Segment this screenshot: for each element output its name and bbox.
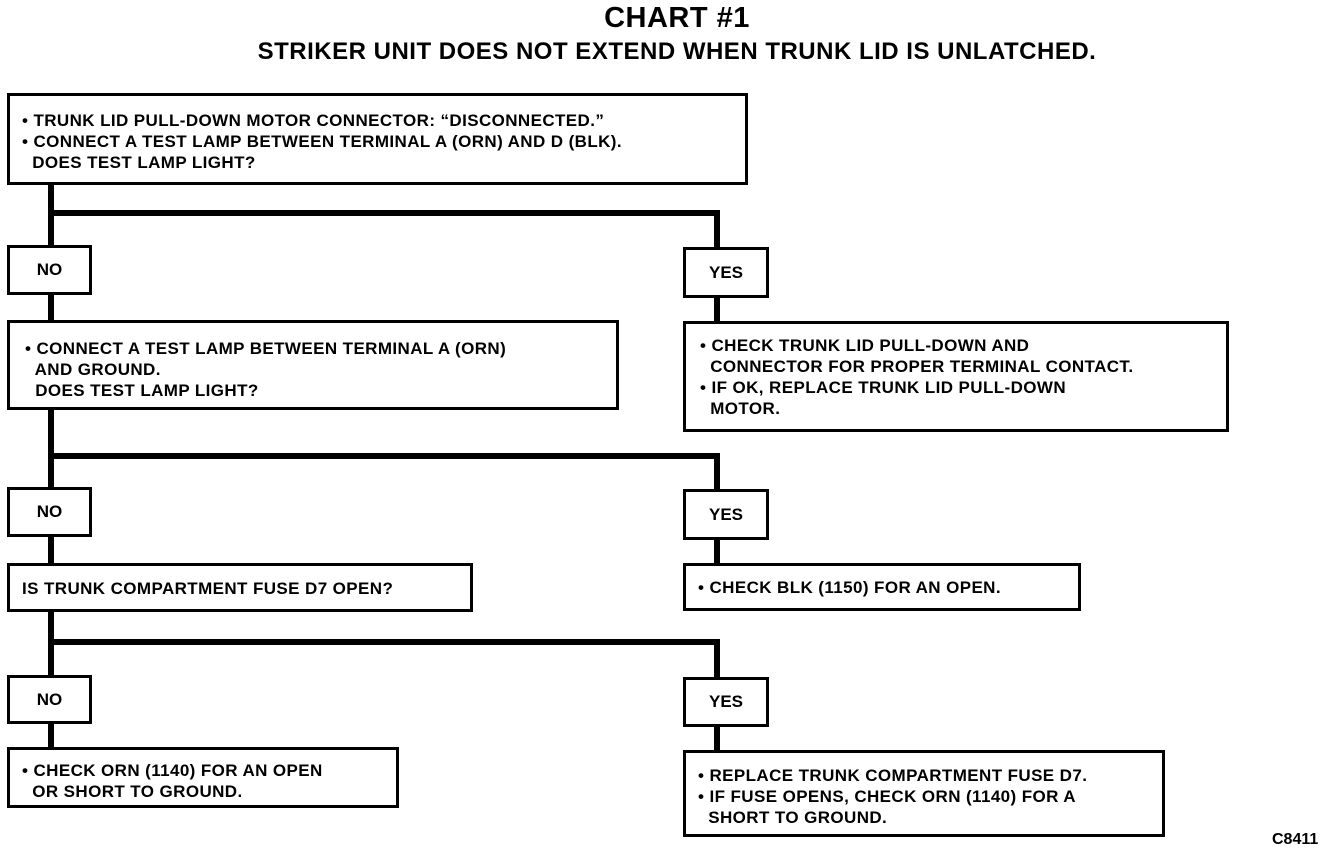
connector-line [48,535,54,565]
step4-yes-line: • IF FUSE OPENS, CHECK ORN (1140) FOR A [698,787,1076,806]
connector-line [714,453,720,491]
step4-yes-line: SHORT TO GROUND. [698,808,888,827]
connector-line [714,210,720,248]
step2-no-line: AND GROUND. [25,360,161,379]
step3-yes-line: • CHECK BLK (1150) FOR AN OPEN. [698,578,1001,597]
no-label: NO [7,675,92,724]
yes-label: YES [683,247,769,298]
step4-no-line: OR SHORT TO GROUND. [22,782,243,801]
step2-yes-line: CONNECTOR FOR PROPER TERMINAL CONTACT. [700,357,1134,376]
connector-line [714,639,720,679]
step3-no-box: IS TRUNK COMPARTMENT FUSE D7 OPEN? [7,563,473,612]
step4-yes-line: • REPLACE TRUNK COMPARTMENT FUSE D7. [698,766,1088,785]
step3-no-line: IS TRUNK COMPARTMENT FUSE D7 OPEN? [22,579,394,598]
step2-no-line: DOES TEST LAMP LIGHT? [25,381,259,400]
connector-line [48,639,720,645]
step2-yes-line: • CHECK TRUNK LID PULL-DOWN AND [700,336,1030,355]
step3-yes-box: • CHECK BLK (1150) FOR AN OPEN. [683,563,1081,611]
connector-line [48,453,720,459]
step1-box: • TRUNK LID PULL-DOWN MOTOR CONNECTOR: “… [7,93,748,185]
step1-line: DOES TEST LAMP LIGHT? [22,153,256,172]
connector-line [48,408,54,488]
connector-line [714,296,720,323]
chart-title: CHART #1 [604,2,750,34]
step4-yes-box: • REPLACE TRUNK COMPARTMENT FUSE D7. • I… [683,750,1165,837]
step4-no-line: • CHECK ORN (1140) FOR AN OPEN [22,761,323,780]
yes-label: YES [683,677,769,727]
step2-no-box: • CONNECT A TEST LAMP BETWEEN TERMINAL A… [7,320,619,410]
no-label: NO [7,487,92,537]
step2-yes-line: MOTOR. [700,399,781,418]
no-label: NO [7,245,92,295]
connector-line [48,210,720,216]
step2-yes-line: • IF OK, REPLACE TRUNK LID PULL-DOWN [700,378,1066,397]
step2-no-line: • CONNECT A TEST LAMP BETWEEN TERMINAL A… [25,339,507,358]
figure-code: C8411 [1272,831,1319,848]
connector-line [48,722,54,748]
step4-no-box: • CHECK ORN (1140) FOR AN OPEN OR SHORT … [7,747,399,808]
connector-line [48,293,54,321]
yes-label: YES [683,489,769,540]
connector-line [714,538,720,565]
chart-subtitle: STRIKER UNIT DOES NOT EXTEND WHEN TRUNK … [257,38,1097,65]
step1-line: • TRUNK LID PULL-DOWN MOTOR CONNECTOR: “… [22,111,605,130]
step2-yes-box: • CHECK TRUNK LID PULL-DOWN AND CONNECTO… [683,321,1229,432]
connector-line [714,724,720,752]
step1-line: • CONNECT A TEST LAMP BETWEEN TERMINAL A… [22,132,622,151]
